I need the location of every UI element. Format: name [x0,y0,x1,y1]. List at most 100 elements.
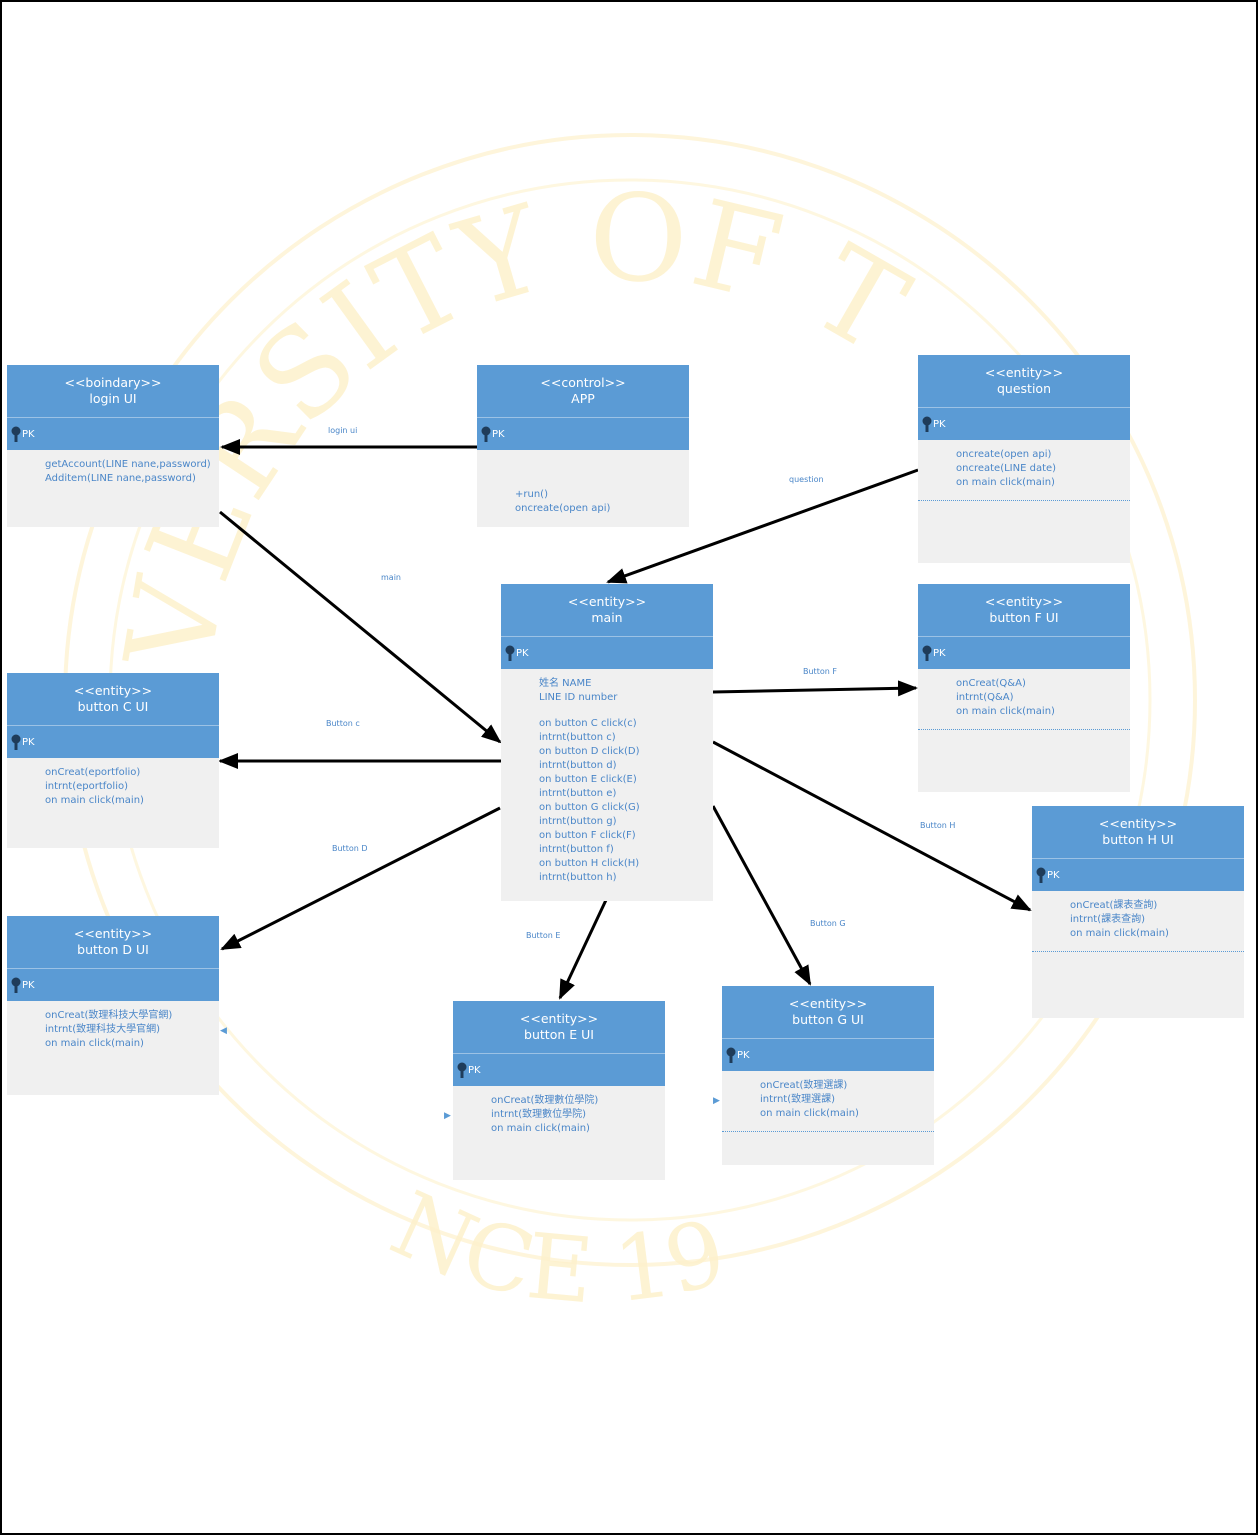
label-button-c: Button c [326,719,360,728]
entity-header: <<entity>> button F UI [918,584,1130,637]
connector-mark-d: ◀ [220,1026,227,1036]
method-line: onCreat(課表查詢) [1070,900,1158,911]
method-line: intrnt(button c) [539,732,616,743]
method-line: intrnt(致理數位學院) [491,1109,587,1120]
entity-name: button G UI [792,1012,864,1027]
entity-login-ui[interactable]: <<boindary>> login UI PK getAccount(LINE… [7,365,219,527]
entity-name: main [591,610,623,625]
method-line: on button F click(F) [539,830,636,841]
pk-row: PK [7,726,219,758]
entity-main[interactable]: <<entity>> main PK 姓名 NAME LINE ID numbe… [501,584,713,901]
entity-name: button D UI [77,942,149,957]
field-line: 姓名 NAME [539,678,592,689]
pk-row: PK [453,1054,665,1086]
method-line: +run() [515,489,548,500]
method-line: intrnt(Q&A) [956,692,1014,703]
pk-label: PK [22,979,35,991]
method-line: intrnt(課表查詢) [1070,914,1146,925]
method-line: intrnt(致理科技大學官網) [45,1024,161,1035]
pk-label: PK [1047,869,1060,881]
label-question: question [789,475,824,484]
key-icon [11,977,21,993]
stereotype: <<control>> [540,375,626,390]
pk-row: PK [477,418,689,450]
method-line: on button G click(G) [539,802,640,813]
method-line: getAccount(LINE nane,password) [45,459,211,470]
entity-name: button F UI [989,610,1059,625]
method-line: on main click(main) [45,1038,144,1049]
entity-button-h-ui[interactable]: <<entity>> button H UI PK onCreat(課表查詢) … [1032,806,1244,1018]
pk-row: PK [7,418,219,450]
pk-label: PK [516,647,529,659]
method-line: on main click(main) [956,477,1055,488]
section-divider [918,729,1130,730]
key-icon [505,645,515,661]
pk-label: PK [22,428,35,440]
section-divider [1032,951,1244,952]
entity-body: oncreate(open api) oncreate(LINE date) o… [918,440,1130,500]
entity-name: question [996,381,1051,396]
method-line: Additem(LINE nane,password) [45,473,196,484]
method-line: intrnt(button d) [539,760,617,771]
entity-name: login UI [89,391,137,406]
pk-label: PK [22,736,35,748]
stereotype: <<entity>> [519,1011,599,1026]
key-icon [922,416,932,432]
connector-mark-g: ▶ [713,1096,720,1106]
method-line: intrnt(eportfolio) [45,781,128,792]
pk-label: PK [737,1049,750,1061]
method-line: onCreat(Q&A) [956,678,1026,689]
method-line: intrnt(button h) [539,872,617,883]
pk-label: PK [933,647,946,659]
pk-row: PK [501,637,713,669]
key-icon [726,1047,736,1063]
entity-body: onCreat(Q&A) intrnt(Q&A) on main click(m… [918,669,1130,729]
entity-name: button E UI [524,1027,594,1042]
method-line: intrnt(button e) [539,788,617,799]
entity-body: onCreat(致理選課) intrnt(致理選課) on main click… [722,1071,934,1131]
key-icon [457,1062,467,1078]
section-divider [918,500,1130,501]
method-line: on button H click(H) [539,858,640,869]
entity-app[interactable]: <<control>> APP PK +run() oncreate(open … [477,365,689,527]
pk-row: PK [7,969,219,1001]
stereotype: <<entity>> [1098,816,1178,831]
method-line: on main click(main) [1070,928,1169,939]
pk-row: PK [918,408,1130,440]
entity-name: button C UI [77,699,149,714]
key-icon [11,734,21,750]
key-icon [481,426,491,442]
entity-button-f-ui[interactable]: <<entity>> button F UI PK onCreat(Q&A) i… [918,584,1130,792]
stereotype: <<entity>> [984,594,1064,609]
entity-button-d-ui[interactable]: <<entity>> button D UI PK onCreat(致理科技大學… [7,916,219,1095]
entity-header: <<entity>> button H UI [1032,806,1244,859]
entity-header: <<boindary>> login UI [7,365,219,418]
entity-button-c-ui[interactable]: <<entity>> button C UI PK onCreat(eportf… [7,673,219,848]
method-line: onCreat(致理科技大學官網) [45,1010,173,1021]
method-line: oncreate(open api) [515,503,611,514]
entity-header: <<entity>> button C UI [7,673,219,726]
method-line: onCreat(致理選課) [760,1080,848,1091]
stereotype: <<entity>> [73,683,153,698]
entity-body: onCreat(致理數位學院) intrnt(致理數位學院) on main c… [453,1086,665,1146]
entity-header: <<entity>> button D UI [7,916,219,969]
method-line: on main click(main) [491,1123,590,1134]
label-button-g: Button G [810,919,846,928]
entity-header: <<entity>> question [918,355,1130,408]
entity-body: +run() oncreate(open api) [477,450,689,526]
stereotype: <<boindary>> [64,375,162,390]
method-line: onCreat(eportfolio) [45,767,141,778]
entity-name: button H UI [1102,832,1174,847]
entity-button-e-ui[interactable]: <<entity>> button E UI PK onCreat(致理數位學院… [453,1001,665,1180]
method-line: on main click(main) [45,795,144,806]
entity-button-g-ui[interactable]: <<entity>> button G UI PK onCreat(致理選課) … [722,986,934,1165]
entity-body: onCreat(eportfolio) intrnt(eportfolio) o… [7,758,219,818]
stereotype: <<entity>> [73,926,153,941]
entity-name: APP [571,391,595,406]
label-button-f: Button F [803,667,837,676]
entity-question[interactable]: <<entity>> question PK oncreate(open api… [918,355,1130,563]
method-line: oncreate(LINE date) [956,463,1057,474]
label-main: main [381,573,401,582]
stereotype: <<entity>> [788,996,868,1011]
